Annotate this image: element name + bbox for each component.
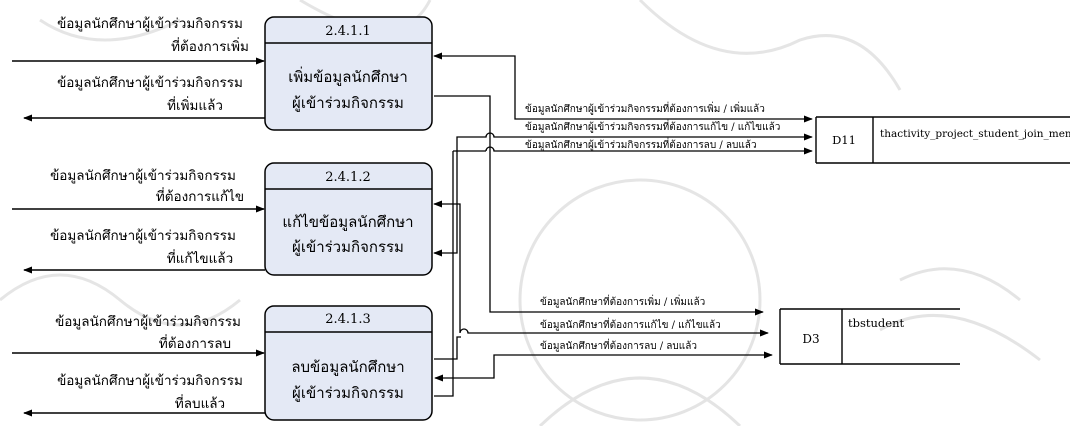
process-id: 2.4.1.1 bbox=[325, 24, 370, 39]
datastore-d3 bbox=[779, 308, 960, 365]
flow-arrow-delete-d11-branch bbox=[485, 146, 813, 155]
process-id: 2.4.1.2 bbox=[325, 170, 370, 185]
flow-label: ที่แก้ไขแล้ว bbox=[167, 249, 233, 267]
flow-label: ที่ลบแล้ว bbox=[175, 394, 225, 412]
process-name-line2: ผู้เข้าร่วมกิจกรรม bbox=[292, 384, 404, 402]
datastore-id: D11 bbox=[832, 133, 856, 147]
flow-label: ข้อมูลนักศึกษาที่ต้องการลบ / ลบแล้ว bbox=[540, 338, 697, 352]
process-name-line1: เพิ่มข้อมูลนักศึกษา bbox=[288, 66, 408, 86]
flow-label: ข้อมูลนักศึกษาผู้เข้าร่วมกิจกรรมที่ต้องก… bbox=[525, 101, 765, 115]
flow-label: ข้อมูลนักศึกษาผู้เข้าร่วมกิจกรรมที่ต้องก… bbox=[525, 137, 757, 151]
flow-label: ที่เพิ่มแล้ว bbox=[167, 96, 223, 114]
datastore-flow-labels: ข้อมูลนักศึกษาผู้เข้าร่วมกิจกรรมที่ต้องก… bbox=[525, 101, 780, 352]
flow-label: ข้อมูลนักศึกษาผู้เข้าร่วมกิจกรรม bbox=[50, 168, 236, 184]
flow-label: ที่ต้องการเพิ่ม bbox=[171, 37, 249, 55]
process-name-line1: แก้ไขข้อมูลนักศึกษา bbox=[282, 213, 413, 231]
flow-label: ข้อมูลนักศึกษาผู้เข้าร่วมกิจกรรม bbox=[57, 75, 243, 91]
flow-label: ข้อมูลนักศึกษาผู้เข้าร่วมกิจกรรม bbox=[50, 228, 236, 244]
process-2-4-1-1: 2.4.1.1 เพิ่มข้อมูลนักศึกษา ผู้เข้าร่วมก… bbox=[264, 16, 433, 131]
flow-label: ที่ต้องการลบ bbox=[159, 334, 231, 352]
datastore-id: D3 bbox=[802, 332, 819, 346]
process-2-4-1-3: 2.4.1.3 ลบข้อมูลนักศึกษา ผู้เข้าร่วมกิจก… bbox=[264, 305, 433, 421]
flow-label: ข้อมูลนักศึกษาผู้เข้าร่วมกิจกรรม bbox=[57, 373, 243, 389]
flow-label: ข้อมูลนักศึกษาผู้เข้าร่วมกิจกรรม bbox=[57, 16, 243, 32]
external-flow-labels: ข้อมูลนักศึกษาผู้เข้าร่วมกิจกรรม ที่ต้อง… bbox=[50, 16, 249, 412]
process-name-line2: ผู้เข้าร่วมกิจกรรม bbox=[292, 238, 404, 256]
flow-arrow-delete-d3-main bbox=[434, 351, 773, 382]
process-id: 2.4.1.3 bbox=[325, 312, 370, 327]
process-name-line1: ลบข้อมูลนักศึกษา bbox=[291, 358, 404, 376]
flow-arrow-delete-d3 bbox=[434, 336, 461, 360]
flow-label: ข้อมูลนักศึกษาผู้เข้าร่วมกิจกรรมที่ต้องก… bbox=[525, 119, 780, 133]
flow-arrow-edit-d11 bbox=[433, 132, 813, 257]
flow-label: ข้อมูลนักศึกษาผู้เข้าร่วมกิจกรรม bbox=[55, 314, 241, 330]
flow-label: ข้อมูลนักศึกษาที่ต้องการเพิ่ม / เพิ่มแล้… bbox=[540, 294, 705, 308]
datastore-name: tbstudent bbox=[848, 316, 904, 330]
datastore-name: thactivity_project_student_join_member bbox=[880, 128, 1070, 140]
process-name-line2: ผู้เข้าร่วมกิจกรรม bbox=[292, 94, 404, 112]
flow-label: ข้อมูลนักศึกษาที่ต้องการแก้ไข / แก้ไขแล้… bbox=[540, 317, 721, 331]
process-2-4-1-2: 2.4.1.2 แก้ไขข้อมูลนักศึกษา ผู้เข้าร่วมก… bbox=[264, 162, 433, 276]
datastore-d11 bbox=[815, 116, 1070, 164]
flow-arrow-add-d11 bbox=[433, 52, 813, 123]
flow-label: ที่ต้องการแก้ไข bbox=[156, 187, 244, 205]
flow-arrow-edit-d3 bbox=[433, 200, 769, 337]
